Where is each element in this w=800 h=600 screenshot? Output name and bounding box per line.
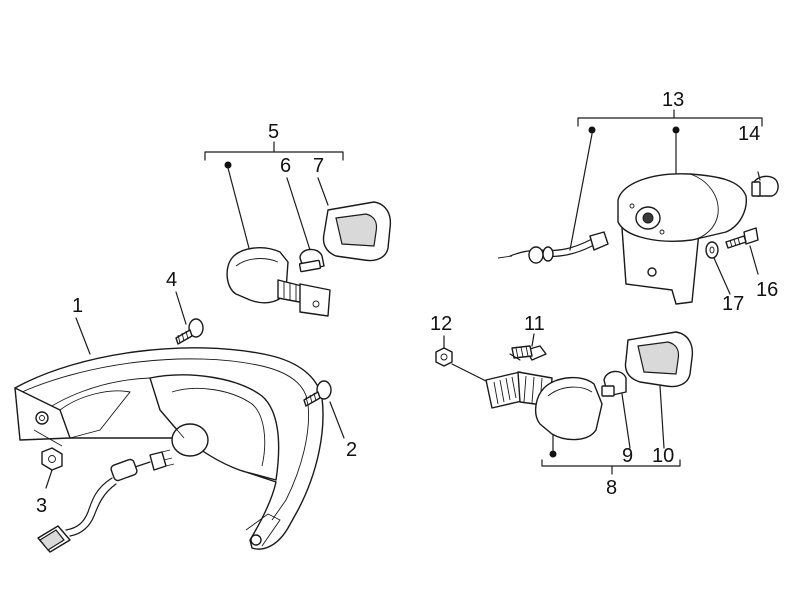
callout-3: 3 bbox=[36, 495, 47, 517]
callout-5: 5 bbox=[268, 121, 279, 143]
turn-signal-assembly-5 bbox=[204, 141, 392, 317]
callout-1: 1 bbox=[72, 295, 83, 317]
callout-17: 17 bbox=[722, 293, 744, 315]
license-plate-light-assembly-13 bbox=[497, 109, 779, 305]
screw-part-2 bbox=[303, 380, 332, 407]
nut-part-3 bbox=[33, 429, 63, 471]
callout-12: 12 bbox=[430, 313, 452, 335]
callout-2: 2 bbox=[346, 439, 357, 461]
callout-16: 16 bbox=[756, 279, 778, 301]
tail-light-housing bbox=[14, 347, 324, 550]
callout-7: 7 bbox=[313, 155, 324, 177]
callout-6: 6 bbox=[280, 155, 291, 177]
callout-labels: 1 2 3 4 5 6 7 8 9 10 11 12 13 14 16 17 bbox=[36, 89, 778, 517]
callout-4: 4 bbox=[166, 269, 177, 291]
turn-signal-assembly-8 bbox=[435, 331, 694, 475]
callout-11: 11 bbox=[524, 313, 545, 335]
callout-9: 9 bbox=[622, 445, 633, 467]
callout-10: 10 bbox=[652, 445, 674, 467]
leader-lines bbox=[45, 245, 759, 489]
screw-part-4 bbox=[175, 318, 204, 345]
callout-14: 14 bbox=[738, 123, 760, 145]
callout-8: 8 bbox=[606, 477, 617, 499]
wiring-harness bbox=[37, 449, 175, 553]
callout-13: 13 bbox=[662, 89, 684, 111]
